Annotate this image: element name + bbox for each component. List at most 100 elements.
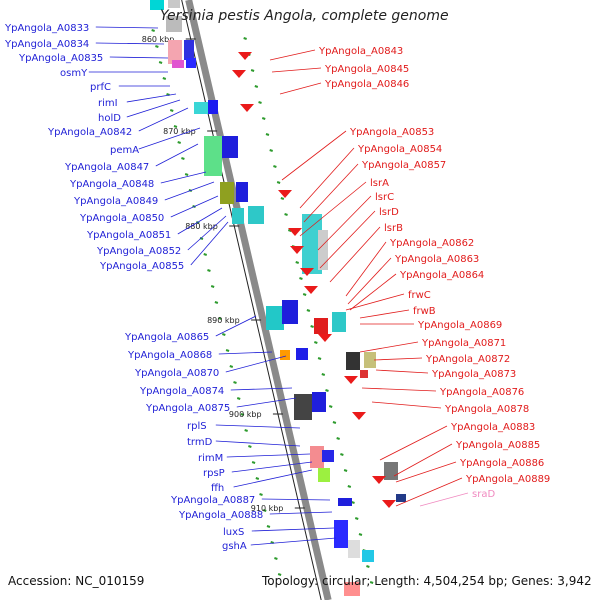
minor-tick-mark — [347, 485, 352, 488]
gene-leader-line — [251, 527, 335, 532]
gene-leader-line — [349, 273, 397, 311]
minor-tick-mark — [173, 125, 178, 128]
gene-feature — [172, 60, 184, 68]
minor-tick-mark — [210, 285, 215, 288]
gene-label-right: YpAngola_A0864 — [399, 270, 484, 281]
gene-leader-line — [109, 56, 169, 59]
gene-arrow — [318, 334, 332, 342]
minor-tick-mark — [162, 77, 167, 80]
gene-feature — [266, 306, 284, 330]
gene-label-left: YpAngola_A0849 — [73, 196, 158, 207]
gene-label-right: YpAngola_A0845 — [324, 64, 409, 75]
gene-label-left: YpAngola_A0888 — [178, 510, 263, 521]
gene-feature — [384, 462, 398, 480]
gene-label-right: YpAngola_A0889 — [465, 474, 550, 485]
gene-feature — [318, 230, 328, 270]
minor-tick-mark — [336, 437, 340, 440]
gene-leader-line — [230, 387, 293, 391]
minor-tick-mark — [155, 45, 159, 48]
gene-label-left: YpAngola_A0851 — [86, 230, 171, 241]
minor-tick-mark — [369, 581, 374, 584]
gene-leader-line — [345, 293, 405, 311]
gene-arrow — [300, 268, 314, 276]
gene-leader-line — [250, 537, 337, 546]
gene-feature — [348, 540, 360, 558]
minor-tick-mark — [181, 157, 185, 160]
gene-leader-line — [395, 461, 457, 483]
gene-label-left: YpAngola_A0850 — [79, 213, 164, 224]
gene-label-left: rimI — [98, 98, 118, 109]
gene-label-right: lsrB — [384, 223, 403, 234]
gene-arrow — [352, 412, 366, 420]
gene-label-left: trmD — [187, 437, 213, 448]
gene-label-right: YpAngola_A0872 — [425, 354, 510, 365]
gene-label-right: YpAngola_A0854 — [357, 144, 442, 155]
minor-tick-mark — [233, 381, 237, 384]
gene-leader-line — [177, 207, 223, 235]
gene-leader-line — [271, 67, 322, 73]
gene-label-left: gshA — [222, 541, 247, 552]
minor-tick-mark — [158, 61, 163, 64]
gene-feature — [282, 300, 298, 324]
minor-tick-mark — [243, 37, 247, 40]
gene-leader-line — [231, 461, 313, 473]
gene-leader-line — [371, 401, 442, 409]
minor-tick-mark — [169, 109, 174, 112]
gene-label-right: YpAngola_A0863 — [394, 254, 479, 265]
minor-tick-mark — [177, 141, 182, 144]
genome-summary-text: Topology: circular; Length: 4,504,254 bp… — [262, 574, 592, 588]
gene-feature — [194, 102, 208, 114]
minor-tick-mark — [250, 69, 255, 72]
minor-tick-mark — [251, 461, 256, 464]
gene-leader-line — [319, 210, 376, 269]
gene-label-left: YpAngola_A0874 — [139, 386, 224, 397]
minor-tick-mark — [277, 573, 282, 576]
gene-leader-line — [160, 171, 207, 184]
minor-tick-mark — [358, 533, 363, 536]
minor-tick-mark — [280, 197, 285, 200]
minor-tick-mark — [273, 165, 277, 168]
minor-tick-mark — [184, 173, 189, 176]
gene-label-left: YpAngola_A0870 — [134, 368, 219, 379]
gene-label-right: YpAngola_A0886 — [459, 458, 544, 469]
gene-feature — [364, 352, 376, 368]
gene-leader-line — [261, 498, 331, 501]
minor-tick-mark — [284, 213, 288, 216]
gene-label-right: YpAngola_A0869 — [417, 320, 502, 331]
gene-feature — [248, 206, 264, 224]
gene-leader-line — [347, 257, 392, 305]
kbp-tick-label: 890 kbp — [207, 316, 240, 325]
gene-feature — [184, 40, 194, 60]
gene-label-right: lsrA — [370, 178, 389, 189]
gene-label-right: YpAngola_A0883 — [450, 422, 535, 433]
gene-label-left: rpsP — [203, 468, 225, 479]
gene-label-right: YpAngola_A0878 — [444, 404, 529, 415]
minor-tick-mark — [314, 341, 318, 344]
minor-tick-mark — [236, 397, 241, 400]
gene-feature — [302, 214, 322, 274]
gene-feature — [396, 494, 406, 502]
gene-leader-line — [303, 163, 359, 223]
gene-label-right: YpAngola_A0876 — [439, 387, 524, 398]
minor-tick-mark — [207, 269, 211, 272]
gene-label-right: YpAngola_A0853 — [349, 127, 434, 138]
gene-leader-line — [345, 241, 387, 297]
gene-label-right: lsrC — [375, 192, 394, 203]
gene-leader-line — [379, 425, 448, 461]
gene-leader-line — [279, 82, 322, 95]
minor-tick-mark — [328, 405, 333, 408]
gene-leader-line — [138, 127, 201, 150]
minor-tick-mark — [254, 85, 259, 88]
minor-tick-mark — [259, 493, 263, 496]
minor-tick-mark — [229, 365, 234, 368]
minor-tick-mark — [214, 301, 219, 304]
gene-leader-line — [170, 195, 219, 218]
gene-label-right: YpAngola_A0871 — [421, 338, 506, 349]
gene-leader-line — [317, 195, 372, 251]
gene-arrow — [288, 228, 302, 236]
gene-leader-line — [126, 99, 181, 118]
gene-feature — [220, 182, 234, 204]
gene-leader-line — [218, 351, 273, 355]
gene-feature — [222, 136, 238, 158]
